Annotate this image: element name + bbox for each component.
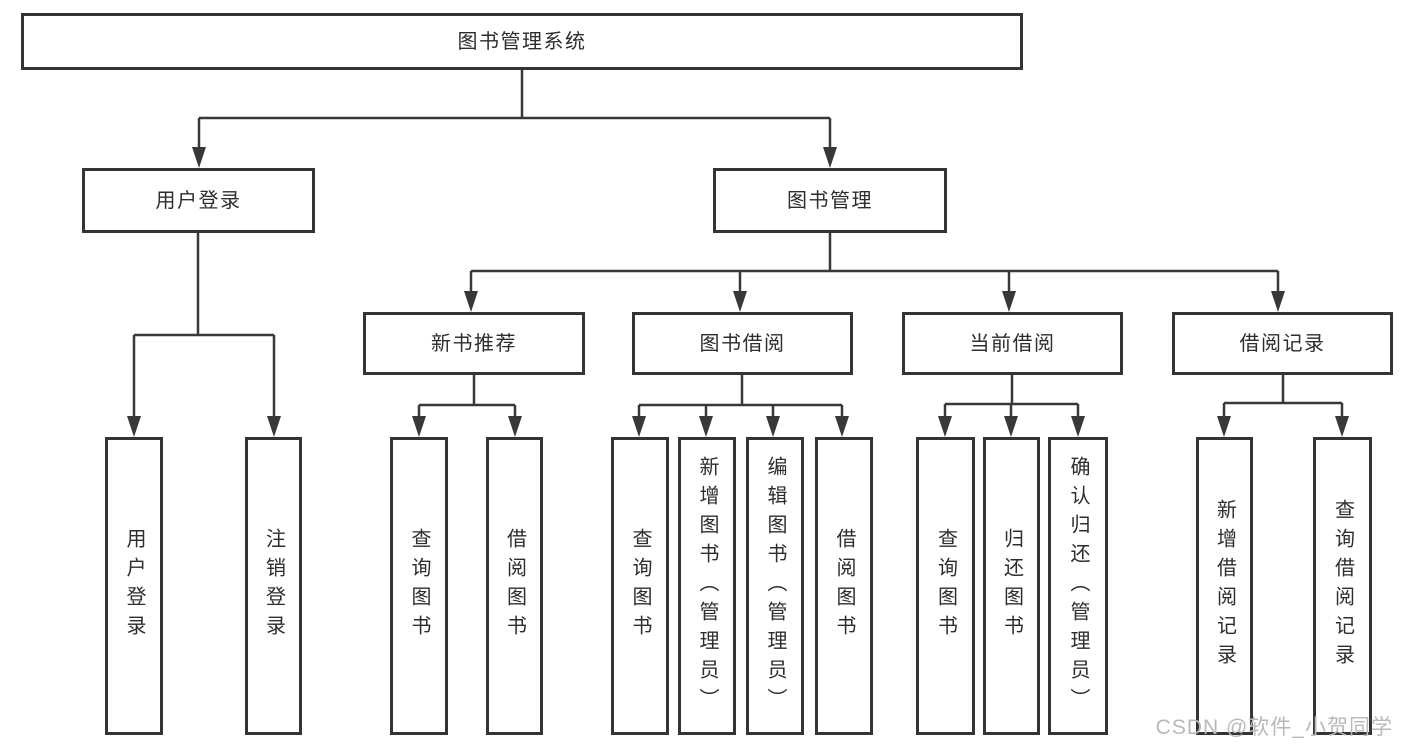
leaf-user-login-label: 用户登录 xyxy=(123,528,145,644)
leaf-confirm-return-admin: 确认归还（管理员） xyxy=(1048,437,1108,735)
leaf-query-book-1: 查询图书 xyxy=(390,437,448,735)
leaf-borrow-book-2: 借阅图书 xyxy=(815,437,873,735)
node-book-management: 图书管理 xyxy=(713,168,947,233)
leaf-borrow-book-2-label: 借阅图书 xyxy=(833,528,855,644)
node-user-login: 用户登录 xyxy=(82,168,315,233)
leaf-query-book-3: 查询图书 xyxy=(916,437,975,735)
node-new-book-recommend-label: 新书推荐 xyxy=(431,332,517,355)
node-current-borrow-label: 当前借阅 xyxy=(969,332,1056,355)
leaf-borrow-book-1: 借阅图书 xyxy=(486,437,543,735)
leaf-return-book-label: 归还图书 xyxy=(1000,528,1023,644)
leaf-query-book-2: 查询图书 xyxy=(611,437,669,735)
node-root: 图书管理系统 xyxy=(21,13,1023,70)
node-book-borrow-label: 图书借阅 xyxy=(699,332,786,355)
leaf-add-book-admin-label: 新增图书（管理员） xyxy=(696,455,718,717)
leaf-logout-label: 注销登录 xyxy=(262,528,285,644)
csdn-watermark: CSDN @软件_小贺同学 xyxy=(1155,716,1393,739)
node-borrow-records-label: 借阅记录 xyxy=(1239,332,1326,355)
leaf-query-borrow-record-label: 查询借阅记录 xyxy=(1331,499,1354,673)
node-new-book-recommend: 新书推荐 xyxy=(363,312,585,375)
leaf-add-borrow-record-label: 新增借阅记录 xyxy=(1213,499,1236,673)
leaf-confirm-return-admin-label: 确认归还（管理员） xyxy=(1067,455,1089,717)
leaf-query-borrow-record: 查询借阅记录 xyxy=(1313,437,1372,735)
leaf-edit-book-admin-label: 编辑图书（管理员） xyxy=(764,455,786,717)
node-borrow-records: 借阅记录 xyxy=(1172,312,1393,375)
node-book-borrow: 图书借阅 xyxy=(632,312,853,375)
leaf-query-book-1-label: 查询图书 xyxy=(408,528,430,644)
leaf-add-book-admin: 新增图书（管理员） xyxy=(678,437,736,735)
leaf-borrow-book-1-label: 借阅图书 xyxy=(503,528,526,644)
leaf-query-book-3-label: 查询图书 xyxy=(934,528,957,644)
leaf-logout: 注销登录 xyxy=(245,437,302,735)
node-book-management-label: 图书管理 xyxy=(787,189,873,212)
node-root-label: 图书管理系统 xyxy=(457,30,587,53)
leaf-user-login: 用户登录 xyxy=(105,437,163,735)
leaf-query-book-2-label: 查询图书 xyxy=(629,528,651,644)
leaf-add-borrow-record: 新增借阅记录 xyxy=(1196,437,1253,735)
leaf-edit-book-admin: 编辑图书（管理员） xyxy=(746,437,804,735)
node-user-login-label: 用户登录 xyxy=(155,189,242,212)
node-current-borrow: 当前借阅 xyxy=(902,312,1123,375)
leaf-return-book: 归还图书 xyxy=(983,437,1040,735)
